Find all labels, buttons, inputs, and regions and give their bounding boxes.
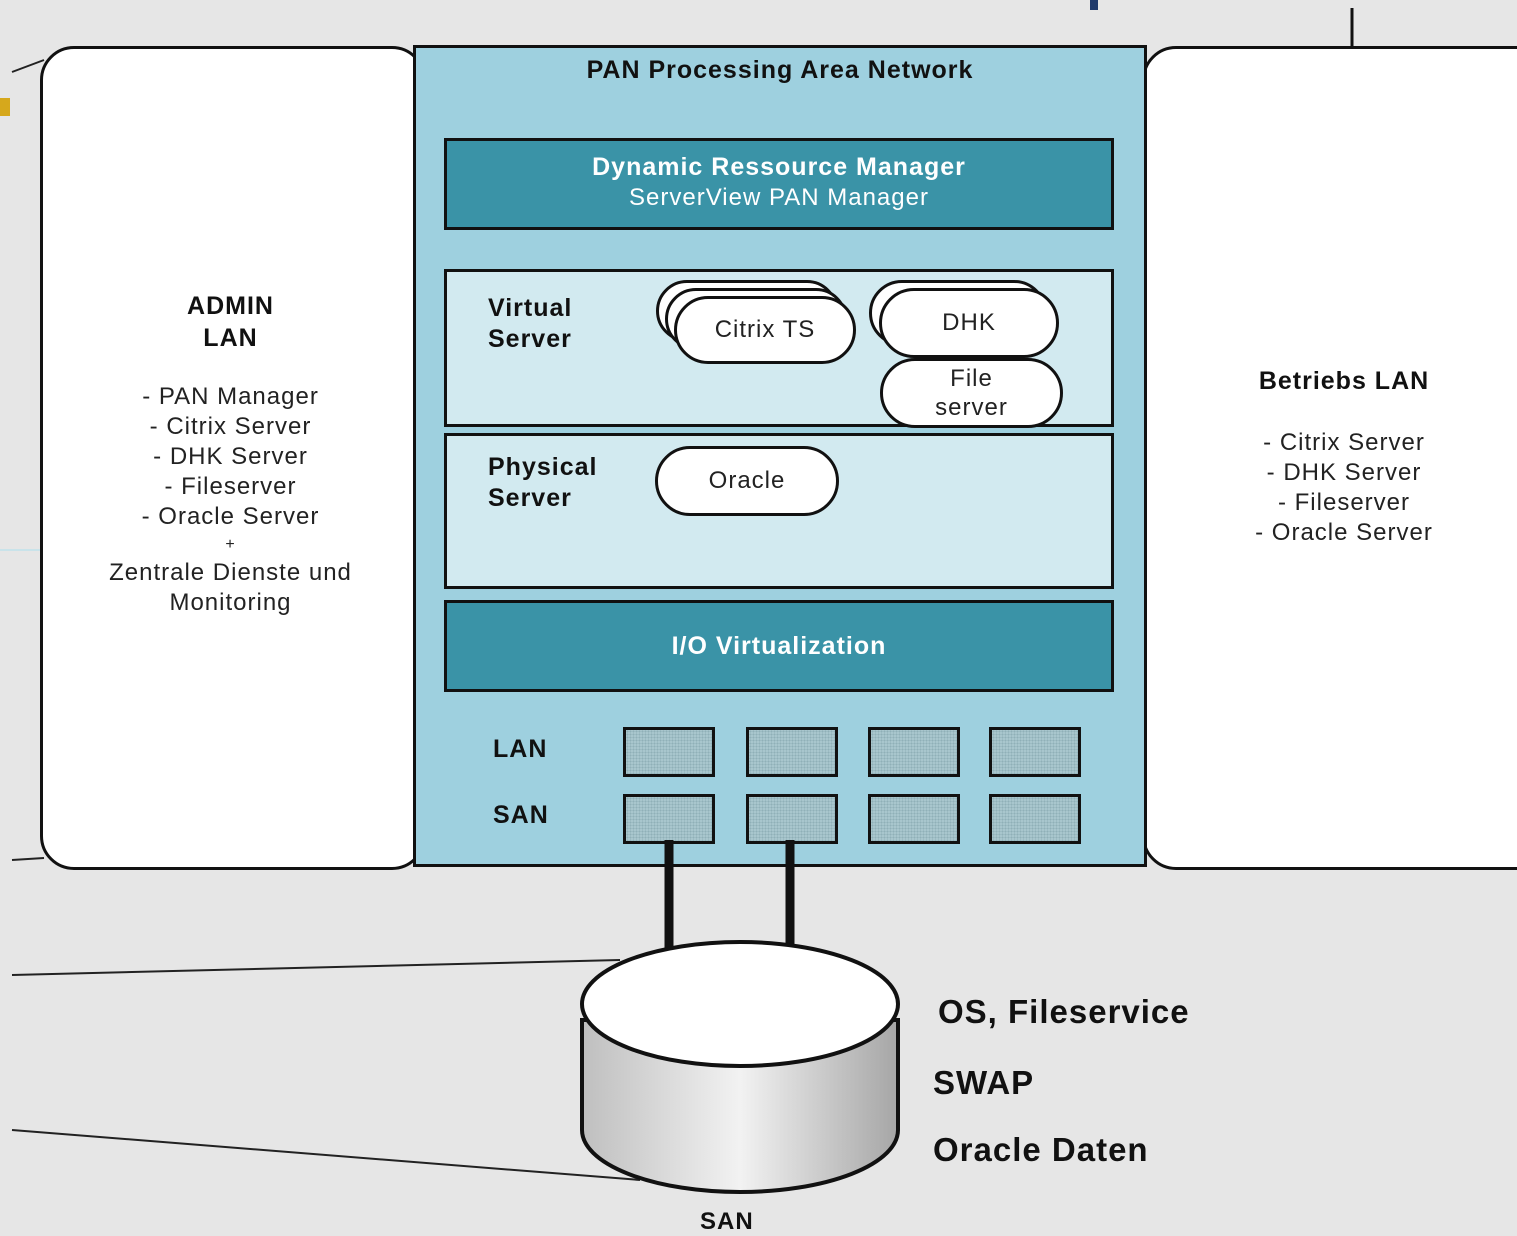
betriebs-lan-panel: Betriebs LAN - Citrix Server - DHK Serve… (1142, 46, 1517, 870)
resource-manager-band: Dynamic Ressource Manager ServerView PAN… (444, 138, 1114, 230)
san-port (746, 794, 838, 844)
io-virtualization-label: I/O Virtualization (671, 632, 887, 660)
resource-manager-subtitle: ServerView PAN Manager (629, 184, 929, 211)
admin-lan-item: - DHK Server (153, 443, 308, 470)
san-row-label: SAN (493, 801, 549, 829)
lan-row-label: LAN (493, 735, 548, 763)
san-storage-label: SAN (700, 1208, 754, 1235)
lan-port (623, 727, 715, 777)
oracle-node: Oracle (655, 446, 839, 516)
storage-content-swap: SWAP (933, 1064, 1035, 1101)
admin-lan-list: - PAN Manager - Citrix Server - DHK Serv… (43, 382, 418, 618)
resource-manager-title: Dynamic Ressource Manager (592, 153, 966, 181)
lan-port (746, 727, 838, 777)
admin-lan-panel: ADMIN LAN - PAN Manager - Citrix Server … (40, 46, 426, 870)
betriebs-lan-title: Betriebs LAN (1258, 367, 1430, 395)
admin-lan-item: Monitoring (169, 589, 292, 616)
pan-title: PAN Processing Area Network (586, 56, 974, 84)
lan-port (868, 727, 960, 777)
admin-lan-title: ADMIN LAN (43, 290, 418, 354)
admin-lan-title-line1: ADMIN (187, 292, 274, 320)
physical-server-label-line1: Physical (488, 453, 598, 481)
lan-port (989, 727, 1081, 777)
san-port (868, 794, 960, 844)
san-port (989, 794, 1081, 844)
storage-content-oracle: Oracle Daten (933, 1131, 1149, 1168)
virtual-server-band: Virtual Server Citrix TS DHK File server (444, 269, 1114, 428)
physical-server-label-line2: Server (488, 484, 572, 512)
io-virtualization-band: I/O Virtualization (444, 600, 1114, 692)
dhk-node: DHK (879, 288, 1059, 358)
san-port (623, 794, 715, 844)
betriebs-lan-item: - Oracle Server (1255, 519, 1433, 546)
admin-lan-item: - Oracle Server (141, 503, 320, 530)
admin-lan-item: - PAN Manager (142, 383, 319, 410)
san-storage (580, 840, 900, 1194)
storage-cylinder-body (580, 1018, 900, 1194)
pan-network-box: PAN Processing Area Network Dynamic Ress… (413, 45, 1147, 867)
physical-server-label: Physical Server (488, 452, 597, 514)
admin-lan-item: Zentrale Dienste und (109, 559, 352, 586)
virtual-server-label-line2: Server (488, 325, 572, 353)
file-server-line1: File (950, 365, 993, 392)
file-server-line2: server (935, 394, 1008, 421)
admin-lan-item: + (225, 536, 236, 553)
file-server-node: File server (880, 358, 1063, 428)
admin-lan-title-line2: LAN (203, 324, 258, 352)
betriebs-lan-list: - Citrix Server - DHK Server - Fileserve… (1145, 428, 1517, 548)
virtual-server-label-line1: Virtual (488, 294, 573, 322)
storage-content-os: OS, Fileservice (938, 993, 1190, 1030)
betriebs-lan-item: - Fileserver (1277, 489, 1410, 516)
virtual-server-label: Virtual Server (488, 293, 572, 355)
citrix-ts-node: Citrix TS (674, 296, 856, 364)
storage-cylinder-top (580, 940, 900, 1068)
betriebs-lan-item: - Citrix Server (1263, 429, 1425, 456)
admin-lan-item: - Citrix Server (149, 413, 312, 440)
admin-lan-item: - Fileserver (164, 473, 297, 500)
physical-server-band: Physical Server Oracle (444, 433, 1114, 589)
betriebs-lan-item: - DHK Server (1266, 459, 1422, 486)
